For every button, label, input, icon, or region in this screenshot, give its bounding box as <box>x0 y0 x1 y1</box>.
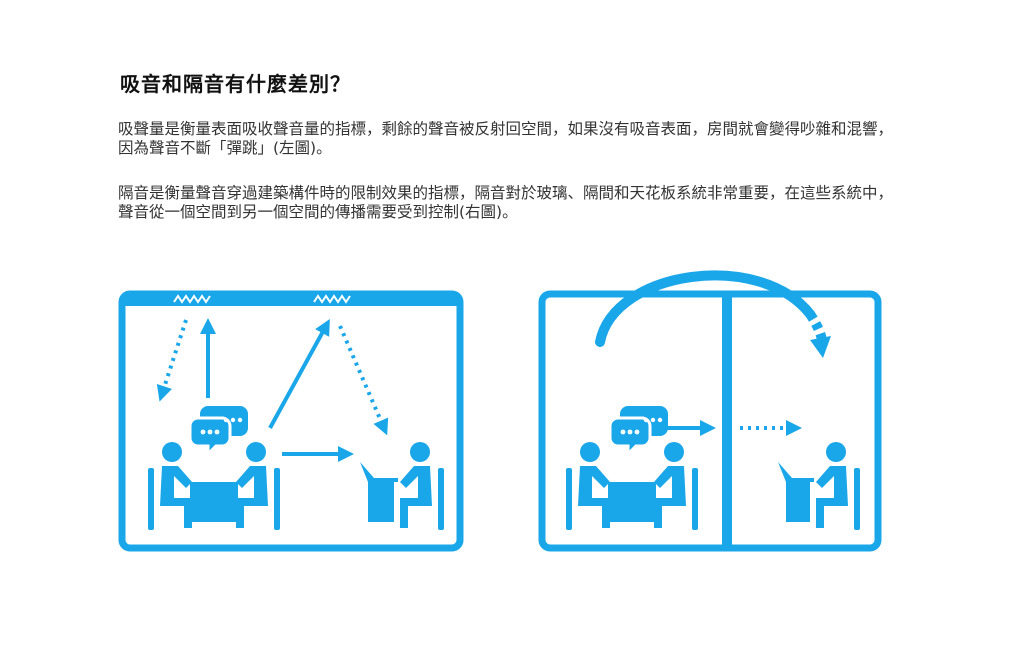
ceiling-bar <box>122 294 460 306</box>
speech-bubbles-icon <box>608 404 670 456</box>
person-icon <box>816 442 860 530</box>
ceiling-absorber-icon <box>173 294 211 304</box>
table-icon <box>190 482 238 522</box>
sound-insulation-figure <box>538 270 882 552</box>
room-outline <box>538 290 882 552</box>
person-icon <box>148 442 192 530</box>
person-icon <box>400 442 444 530</box>
ceiling-absorber-icon <box>313 294 351 304</box>
person-icon <box>654 442 698 530</box>
desk-icon <box>786 482 810 522</box>
reflection-arrow-icon <box>338 325 389 436</box>
sound-absorption-figure <box>118 290 464 552</box>
person-icon <box>566 442 610 530</box>
speech-bubbles-icon <box>188 404 250 456</box>
sound-diagonal-arrow-icon <box>268 318 330 429</box>
person-icon <box>236 442 280 530</box>
laptop-icon <box>360 462 398 482</box>
room-outline <box>118 290 464 552</box>
curved-arrow-icon <box>595 270 815 347</box>
curved-arrow-head-icon <box>810 336 831 358</box>
absorption-paragraph: 吸聲量是衡量表面吸收聲音量的指標，剩餘的聲音被反射回空間，如果沒有吸音表面，房間… <box>118 120 894 157</box>
wall-partition-icon <box>722 294 732 548</box>
desk-icon <box>368 482 394 522</box>
curved-arrow-dotted-icon <box>805 311 827 343</box>
reflection-arrow-icon <box>156 319 188 402</box>
table-icon <box>608 482 656 522</box>
insulation-paragraph: 隔音是衡量聲音穿過建築構件時的限制效果的指標，隔音對於玻璃、隔間和天花板系統非常… <box>118 184 894 221</box>
laptop-icon <box>778 462 814 482</box>
page-title: 吸音和隔音有什麼差別？ <box>120 72 351 96</box>
